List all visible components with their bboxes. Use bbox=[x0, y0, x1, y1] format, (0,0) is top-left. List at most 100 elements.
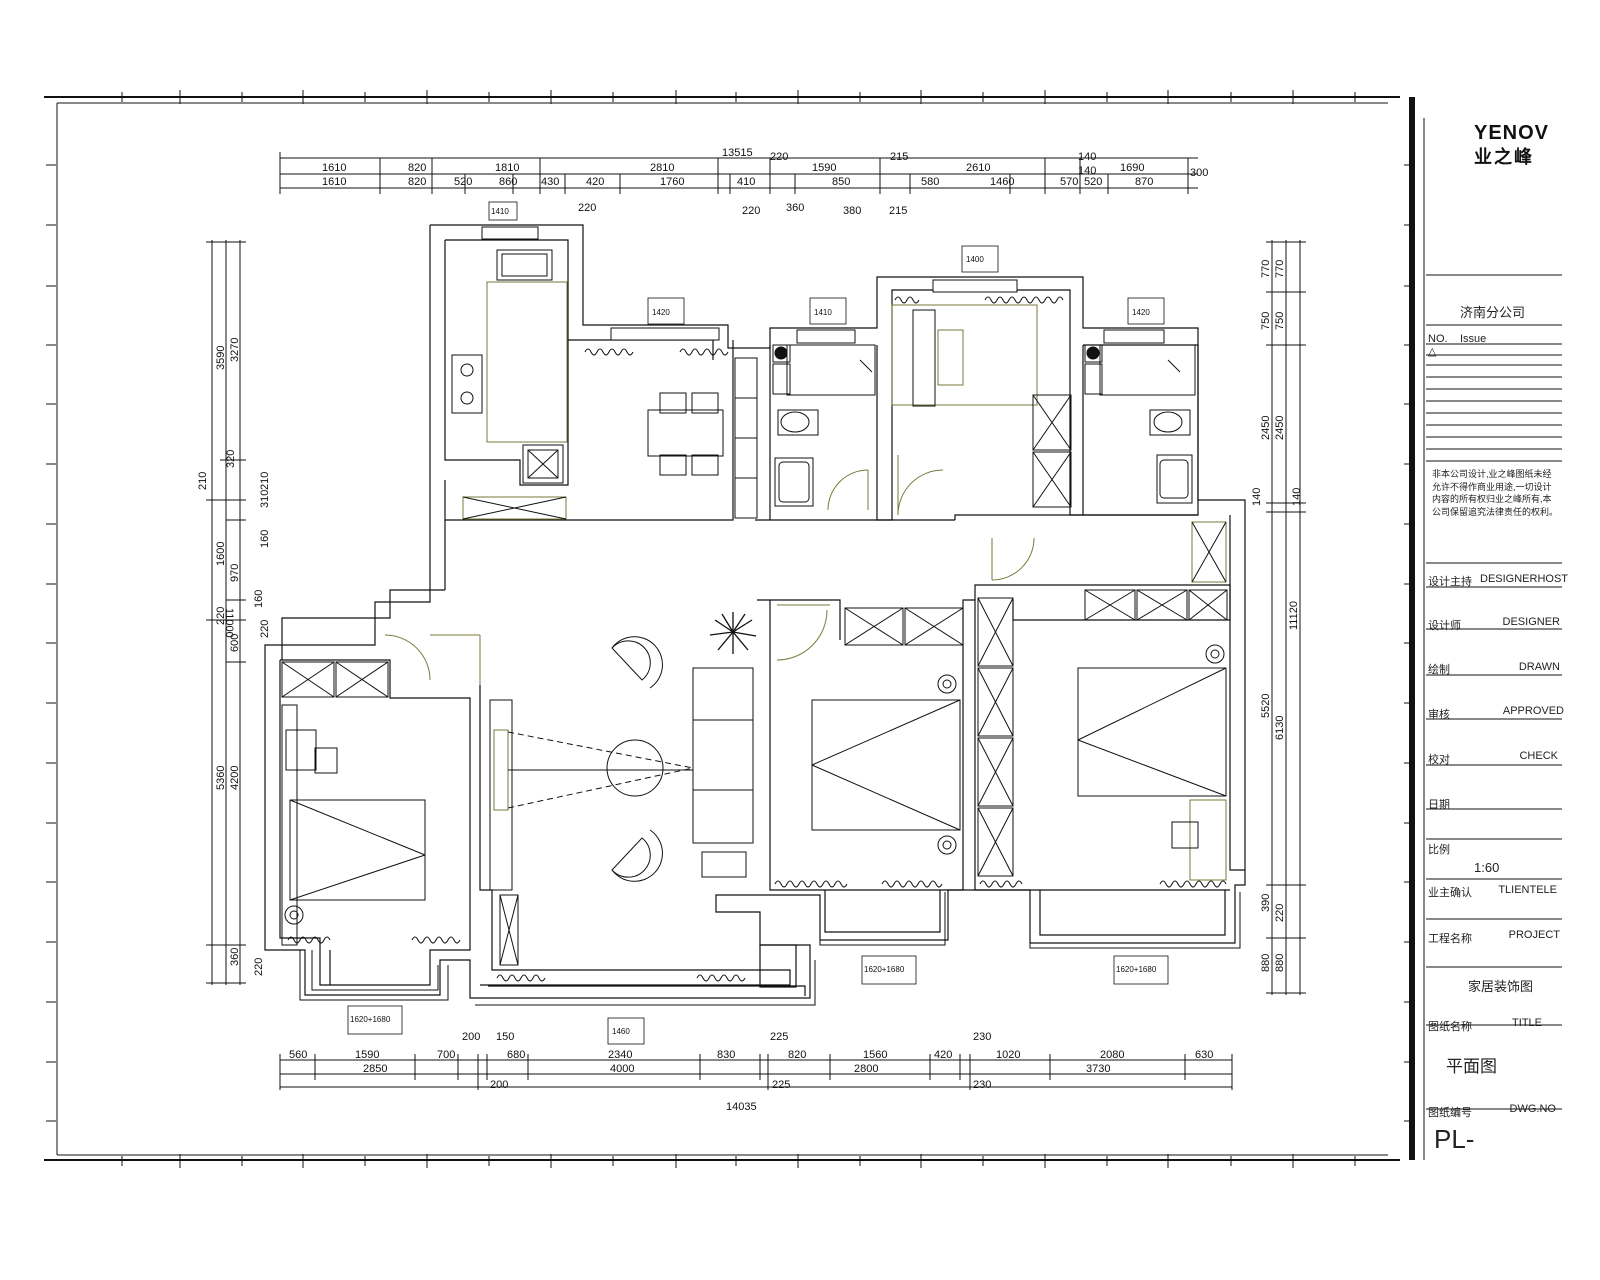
branch-name: 济南分公司 bbox=[1460, 305, 1526, 320]
left-dim: 4200 bbox=[229, 766, 241, 790]
dwg-number: PL- bbox=[1434, 1124, 1475, 1154]
top-dim: 860 bbox=[499, 176, 517, 188]
right-dim: 390 bbox=[1260, 894, 1272, 912]
windows bbox=[481, 226, 1165, 344]
top-dim: 220 bbox=[742, 205, 760, 217]
tb-row-value: DESIGNER bbox=[1502, 616, 1560, 628]
top-dimension-lines bbox=[279, 152, 1198, 194]
bathroom-1 bbox=[772, 344, 876, 511]
window-tag-text: 1400 bbox=[966, 255, 984, 264]
right-dim: 880 bbox=[1274, 954, 1286, 972]
top-dim: 1690 bbox=[1120, 162, 1144, 174]
balcony-rails bbox=[299, 892, 1241, 1006]
left-dimension-lines bbox=[206, 240, 246, 985]
right-dim: 770 bbox=[1260, 260, 1272, 278]
window-tags bbox=[347, 201, 1169, 1045]
bottom-dim: 200 bbox=[490, 1079, 508, 1091]
top-dim: 1760 bbox=[660, 176, 684, 188]
right-dim: 750 bbox=[1260, 312, 1272, 330]
walk-in-closet bbox=[891, 304, 1072, 516]
top-dim: 2810 bbox=[650, 162, 674, 174]
bottom-dim: 230 bbox=[973, 1031, 991, 1043]
window-tag-text: 1420 bbox=[1132, 308, 1150, 317]
bottom-dim: 200 bbox=[462, 1031, 480, 1043]
top-dim: 820 bbox=[408, 162, 426, 174]
tb-row-label: 设计师 bbox=[1428, 620, 1461, 632]
right-dim: 6130 bbox=[1274, 716, 1286, 740]
project-value: PROJECT bbox=[1508, 929, 1560, 941]
window-tag-text: 1620+1680 bbox=[864, 965, 905, 974]
bottom-dim: 4000 bbox=[610, 1063, 634, 1075]
top-dim: 1590 bbox=[812, 162, 836, 174]
top-dim: 420 bbox=[586, 176, 604, 188]
window-tag-text: 1460 bbox=[612, 1027, 630, 1036]
top-dim: 360 bbox=[786, 202, 804, 214]
bottom-dimension-texts: 200 150 225 230 560 1590 700 680 2340 83… bbox=[289, 1031, 1213, 1113]
top-dim: 1460 bbox=[990, 176, 1014, 188]
tb-row-label: 绘制 bbox=[1428, 664, 1450, 676]
top-dim: 410 bbox=[737, 176, 755, 188]
revision-mark: △ bbox=[1428, 346, 1437, 358]
project-label: 工程名称 bbox=[1428, 933, 1472, 945]
tb-row-value: CHECK bbox=[1519, 750, 1558, 762]
walls bbox=[264, 224, 1246, 999]
brand-logo: YENOV 业之峰 bbox=[1474, 122, 1549, 169]
left-dim: 5360 bbox=[215, 766, 227, 790]
bottom-dim: 2800 bbox=[854, 1063, 878, 1075]
left-dim: 3270 bbox=[229, 338, 241, 362]
dwg-label: 图纸编号 bbox=[1428, 1107, 1472, 1119]
title-value: TITLE bbox=[1512, 1017, 1542, 1029]
scale-value: 1:60 bbox=[1474, 860, 1500, 875]
client-value: TLIENTELE bbox=[1498, 884, 1557, 896]
top-dim: 520 bbox=[454, 176, 472, 188]
left-dim: 210 bbox=[197, 472, 209, 490]
stove bbox=[451, 354, 483, 414]
corridor-storage bbox=[991, 521, 1228, 621]
top-dimension-texts: 13515 1610 820 1810 2810 220 1590 215 26… bbox=[322, 147, 1208, 217]
bottom-dim: 225 bbox=[772, 1079, 790, 1091]
bottom-dim: 150 bbox=[496, 1031, 514, 1043]
tb-row-label: 设计主持 bbox=[1428, 576, 1472, 588]
top-dim: 850 bbox=[832, 176, 850, 188]
left-dim: 220 bbox=[215, 607, 227, 625]
tb-row-label: 审核 bbox=[1428, 709, 1450, 721]
top-dim: 1610 bbox=[322, 176, 346, 188]
bedroom-middle bbox=[776, 597, 1014, 877]
top-dim: 220 bbox=[770, 151, 788, 163]
bottom-dim: 420 bbox=[934, 1049, 952, 1061]
right-dim: 140 bbox=[1291, 488, 1303, 506]
right-dim: 5520 bbox=[1260, 694, 1272, 718]
top-dim: 380 bbox=[843, 205, 861, 217]
bottom-dim: 700 bbox=[437, 1049, 455, 1061]
drawing-title: 平面图 bbox=[1446, 1057, 1497, 1076]
dwg-value: DWG.NO bbox=[1509, 1103, 1556, 1115]
window-tag-texts: 1410 1420 1410 1400 1420 1620+1680 1460 … bbox=[350, 207, 1157, 1036]
right-dimension-lines bbox=[1266, 240, 1306, 995]
bottom-dim: 2850 bbox=[363, 1063, 387, 1075]
left-dim: 160 bbox=[253, 590, 265, 608]
right-dim: 140 bbox=[1251, 488, 1263, 506]
bottom-dim: 1560 bbox=[863, 1049, 887, 1061]
right-dimension-texts: 11120 770 750 2450 140 5520 390 880 770 … bbox=[1251, 260, 1303, 972]
left-dim: 360 bbox=[229, 948, 241, 966]
bottom-dim: 1590 bbox=[355, 1049, 379, 1061]
tb-row-label: 日期 bbox=[1428, 799, 1450, 811]
bottom-dimension-lines bbox=[279, 1054, 1233, 1090]
left-dim: 3590 bbox=[215, 346, 227, 370]
bottom-total-dim: 14035 bbox=[726, 1101, 757, 1113]
top-total-dim: 13515 bbox=[722, 147, 753, 159]
top-dim: 580 bbox=[921, 176, 939, 188]
curtains bbox=[287, 296, 1227, 982]
top-dim: 140 bbox=[1078, 165, 1096, 177]
left-dim: 600 bbox=[229, 634, 241, 652]
bottom-dim: 1020 bbox=[996, 1049, 1020, 1061]
right-dim: 880 bbox=[1260, 954, 1272, 972]
left-dim: 210 bbox=[259, 472, 271, 490]
sheet-frame bbox=[44, 96, 1425, 1161]
right-dim: 750 bbox=[1274, 312, 1286, 330]
left-dimension-texts: 11000 3590 1600 5360 360 3270 320 210 31… bbox=[197, 338, 271, 976]
tb-row-label: 比例 bbox=[1428, 844, 1450, 856]
tb-row-label: 校对 bbox=[1428, 754, 1450, 766]
left-dim: 160 bbox=[259, 530, 271, 548]
kitchen bbox=[451, 249, 568, 520]
